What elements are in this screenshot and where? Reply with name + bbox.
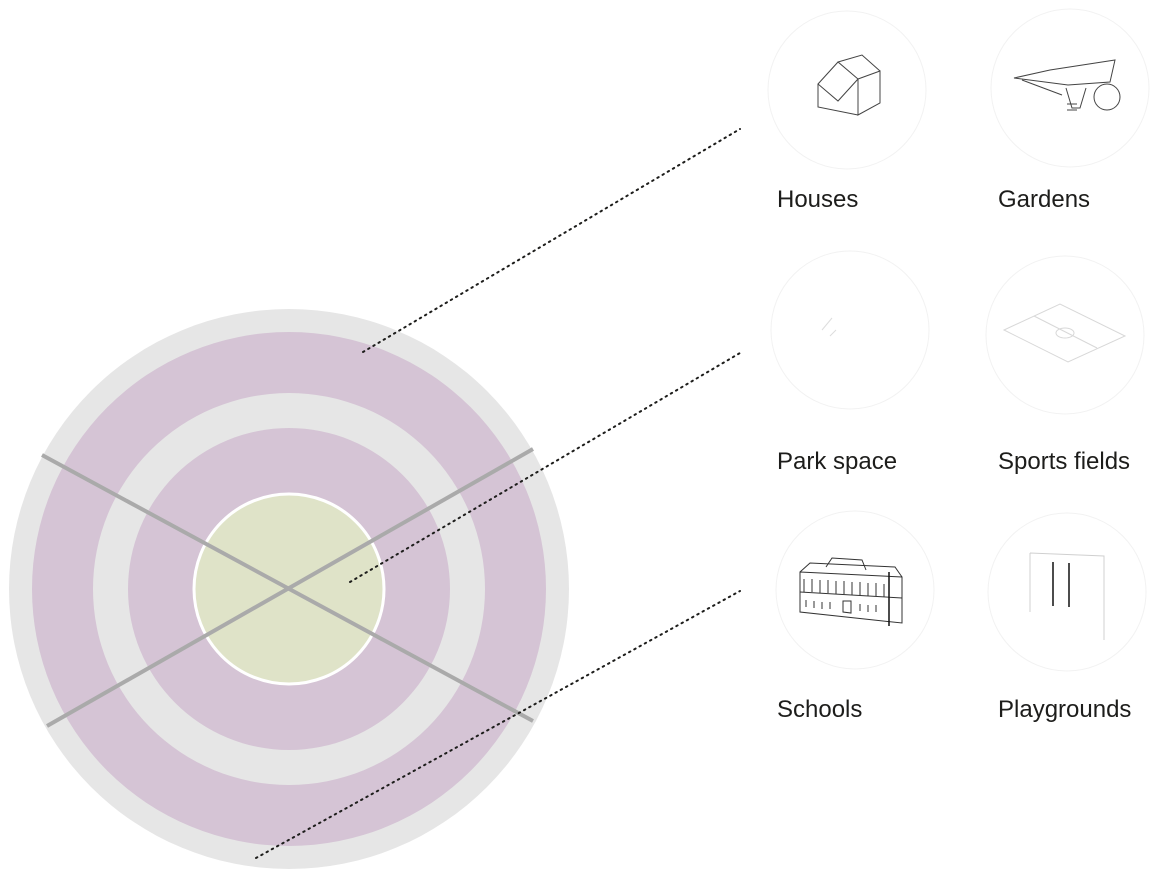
label-playgrounds: Playgrounds <box>998 696 1132 723</box>
school-building-icon <box>775 510 935 670</box>
park-icon <box>770 250 930 410</box>
icon-grid <box>767 8 1150 672</box>
swing-icon <box>987 512 1147 672</box>
crossing-axes <box>41 447 534 728</box>
label-park-space: Park space <box>777 448 898 475</box>
label-houses: Houses <box>777 186 859 213</box>
label-gardens: Gardens <box>998 186 1091 213</box>
house-icon <box>767 10 927 170</box>
wheelbarrow-icon <box>990 8 1150 168</box>
leader-lines <box>255 128 741 859</box>
axis-line-ascending <box>46 447 534 728</box>
leader-line-houses <box>362 128 741 353</box>
label-sports-fields: Sports fields <box>998 448 1131 475</box>
leader-line-schools <box>255 590 741 859</box>
label-schools: Schools <box>777 696 863 723</box>
sports-field-icon <box>985 255 1145 415</box>
